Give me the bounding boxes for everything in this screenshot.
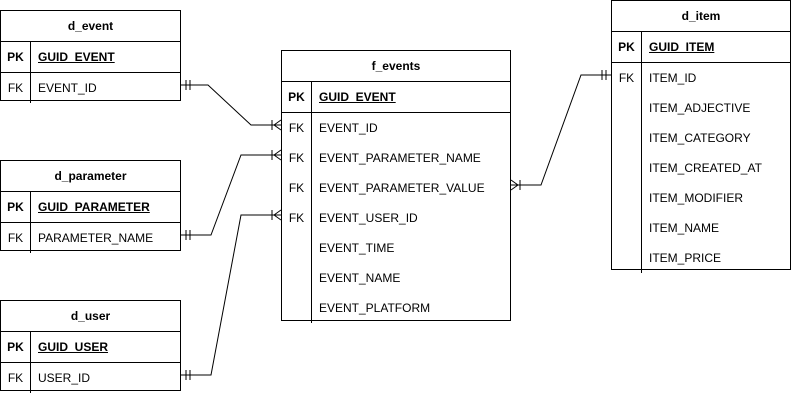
fk-label: FK bbox=[1, 223, 31, 253]
pk-field-name: GUID_USER bbox=[38, 340, 109, 354]
fk-label: FK bbox=[612, 63, 642, 93]
field-row: FK PARAMETER_NAME bbox=[1, 223, 180, 253]
key-cell bbox=[612, 153, 642, 183]
field-row: FK EVENT_USER_ID bbox=[282, 203, 510, 233]
pk-row: PK GUID_EVENT bbox=[1, 42, 180, 73]
key-cell bbox=[282, 233, 312, 263]
field-name: ITEM_MODIFIER bbox=[649, 191, 744, 205]
entity-title: d_event bbox=[1, 11, 180, 42]
fk-label: FK bbox=[282, 173, 312, 203]
pk-label: PK bbox=[612, 32, 642, 62]
key-cell bbox=[612, 213, 642, 243]
key-cell bbox=[612, 183, 642, 213]
fk-label: FK bbox=[1, 363, 31, 393]
field-name: EVENT_NAME bbox=[319, 271, 401, 285]
field-row: EVENT_PLATFORM bbox=[282, 293, 510, 323]
pk-field-name: GUID_EVENT bbox=[319, 90, 396, 104]
pk-field-name: GUID_EVENT bbox=[38, 50, 115, 64]
fk-label: FK bbox=[282, 203, 312, 233]
pk-row: PK GUID_ITEM bbox=[612, 32, 790, 63]
field-row: FK EVENT_ID bbox=[282, 113, 510, 143]
field-name: EVENT_ID bbox=[38, 81, 97, 95]
field-name: ITEM_CATEGORY bbox=[649, 131, 751, 145]
field-row: FK USER_ID bbox=[1, 363, 180, 393]
rel-user-id bbox=[181, 209, 282, 380]
field-name: EVENT_PARAMETER_VALUE bbox=[319, 181, 485, 195]
fk-label: FK bbox=[1, 73, 31, 103]
pk-label: PK bbox=[1, 192, 31, 222]
entity-title: d_user bbox=[1, 301, 180, 332]
field-row: FK ITEM_ID bbox=[612, 63, 790, 93]
field-name: USER_ID bbox=[38, 371, 91, 385]
key-cell bbox=[612, 123, 642, 153]
field-row: FK EVENT_PARAMETER_VALUE bbox=[282, 173, 510, 203]
fk-label: FK bbox=[282, 143, 312, 173]
field-row: ITEM_MODIFIER bbox=[612, 183, 790, 213]
field-row: FK EVENT_ID bbox=[1, 73, 180, 103]
fk-label: FK bbox=[282, 113, 312, 143]
field-name: EVENT_PLATFORM bbox=[319, 301, 431, 315]
field-name: ITEM_CREATED_AT bbox=[649, 161, 762, 175]
pk-label: PK bbox=[282, 82, 312, 112]
rel-item-id bbox=[510, 70, 611, 191]
pk-label: PK bbox=[1, 332, 31, 362]
field-name: ITEM_PRICE bbox=[649, 251, 722, 265]
entity-f-events[interactable]: f_events PK GUID_EVENT FK EVENT_ID FK EV… bbox=[281, 50, 511, 323]
entity-d-parameter[interactable]: d_parameter PK GUID_PARAMETER FK PARAMET… bbox=[0, 160, 181, 253]
key-cell bbox=[282, 293, 312, 323]
rel-parameter-name bbox=[181, 149, 282, 240]
field-name: PARAMETER_NAME bbox=[38, 231, 154, 245]
field-row: EVENT_NAME bbox=[282, 263, 510, 293]
entity-title: f_events bbox=[282, 51, 510, 82]
pk-row: PK GUID_EVENT bbox=[282, 82, 510, 113]
entity-title: d_parameter bbox=[1, 161, 180, 192]
key-cell bbox=[612, 243, 642, 273]
field-name: ITEM_ADJECTIVE bbox=[649, 101, 751, 115]
field-name: EVENT_ID bbox=[319, 121, 378, 135]
field-name: ITEM_NAME bbox=[649, 221, 720, 235]
field-row: ITEM_NAME bbox=[612, 213, 790, 243]
pk-field-name: GUID_ITEM bbox=[649, 40, 715, 54]
entity-title: d_item bbox=[612, 1, 790, 32]
pk-label: PK bbox=[1, 42, 31, 72]
entity-d-user[interactable]: d_user PK GUID_USER FK USER_ID bbox=[0, 300, 181, 393]
key-cell bbox=[612, 93, 642, 123]
pk-row: PK GUID_PARAMETER bbox=[1, 192, 180, 223]
field-row: ITEM_CREATED_AT bbox=[612, 153, 790, 183]
pk-row: PK GUID_USER bbox=[1, 332, 180, 363]
field-name: ITEM_ID bbox=[649, 71, 697, 85]
field-name: EVENT_TIME bbox=[319, 241, 395, 255]
entity-d-item[interactable]: d_item PK GUID_ITEM FK ITEM_ID ITEM_ADJE… bbox=[611, 0, 791, 273]
field-row: ITEM_PRICE bbox=[612, 243, 790, 273]
field-name: EVENT_USER_ID bbox=[319, 211, 418, 225]
field-row: ITEM_CATEGORY bbox=[612, 123, 790, 153]
field-row: EVENT_TIME bbox=[282, 233, 510, 263]
field-row: ITEM_ADJECTIVE bbox=[612, 93, 790, 123]
pk-field-name: GUID_PARAMETER bbox=[38, 200, 150, 214]
field-name: EVENT_PARAMETER_NAME bbox=[319, 151, 481, 165]
field-row: FK EVENT_PARAMETER_NAME bbox=[282, 143, 510, 173]
rel-event-id bbox=[181, 80, 282, 131]
entity-d-event[interactable]: d_event PK GUID_EVENT FK EVENT_ID bbox=[0, 10, 181, 103]
key-cell bbox=[282, 263, 312, 293]
